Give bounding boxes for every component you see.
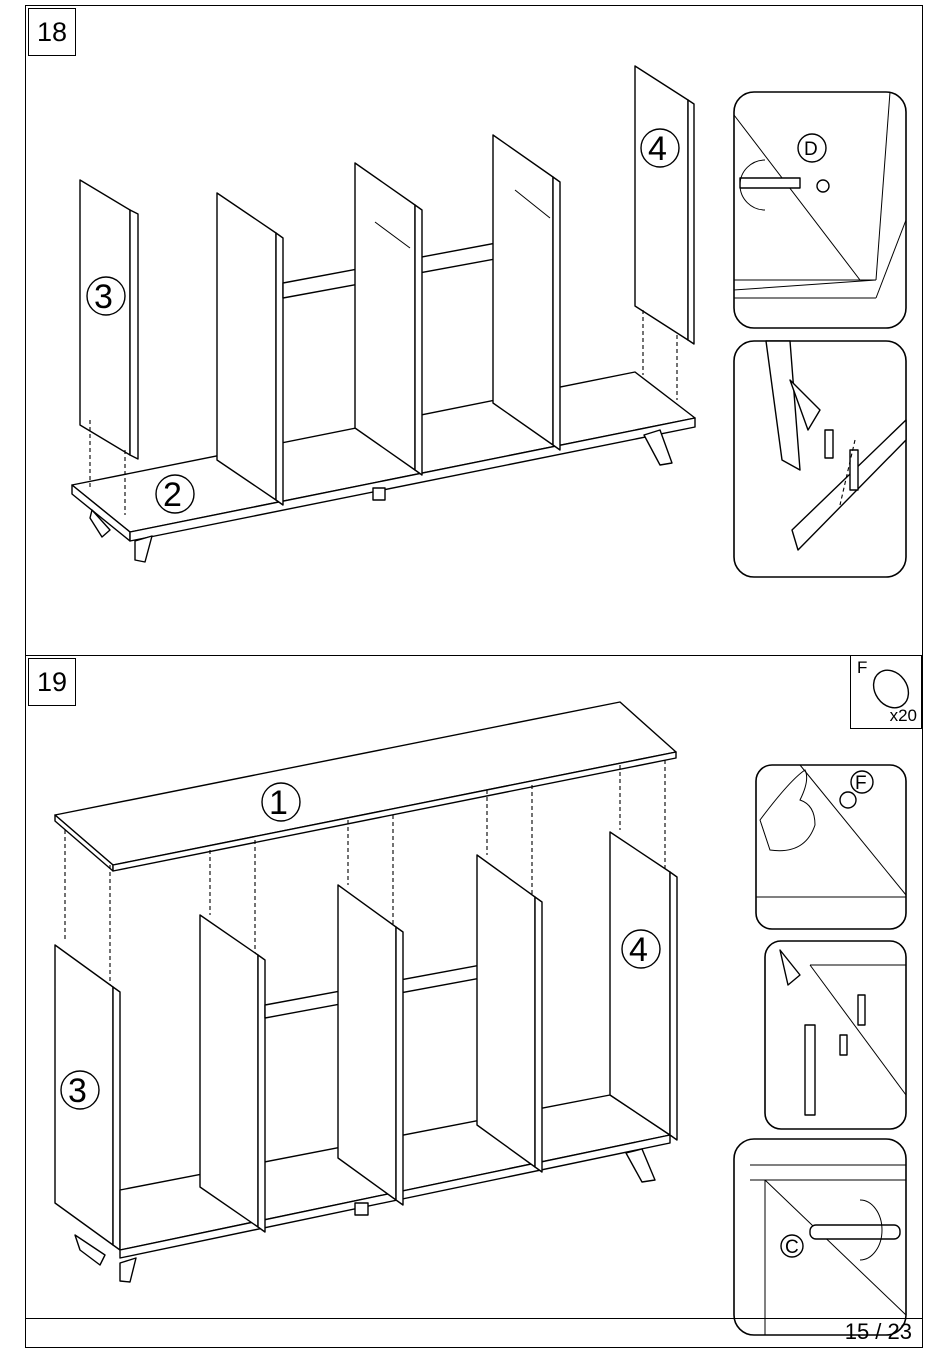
part-label-4: 4 — [648, 130, 667, 168]
side-panel-3 — [80, 180, 138, 515]
hardware-label-c: C — [785, 1237, 799, 1258]
detail-screw-c: C — [734, 1139, 906, 1335]
detail-dowel-top — [765, 941, 906, 1129]
part-label-3-step19: 3 — [68, 1072, 87, 1110]
divider-panel-right — [493, 135, 560, 450]
detail-dowel-insert — [734, 341, 906, 577]
page-number: 15 / 23 — [845, 1319, 912, 1345]
divider-panel-left — [217, 193, 283, 505]
step-19-illustration: 1 4 3 F C — [0, 655, 950, 1355]
cabinet-carcass — [55, 832, 677, 1282]
part-label-3: 3 — [94, 278, 113, 316]
part-label-2: 2 — [163, 476, 182, 514]
detail-screw-d: D — [734, 92, 906, 328]
side-panel-4 — [635, 66, 694, 400]
divider-panel-center — [355, 163, 422, 475]
hardware-label-f: F — [855, 773, 867, 794]
footer-divider — [25, 1318, 923, 1319]
hardware-label-d: D — [804, 139, 818, 160]
step-18-illustration: 3 2 4 D — [0, 0, 950, 650]
part-label-1: 1 — [269, 784, 288, 822]
detail-cap-press: F — [756, 765, 906, 929]
part-label-4-step19: 4 — [629, 931, 648, 969]
